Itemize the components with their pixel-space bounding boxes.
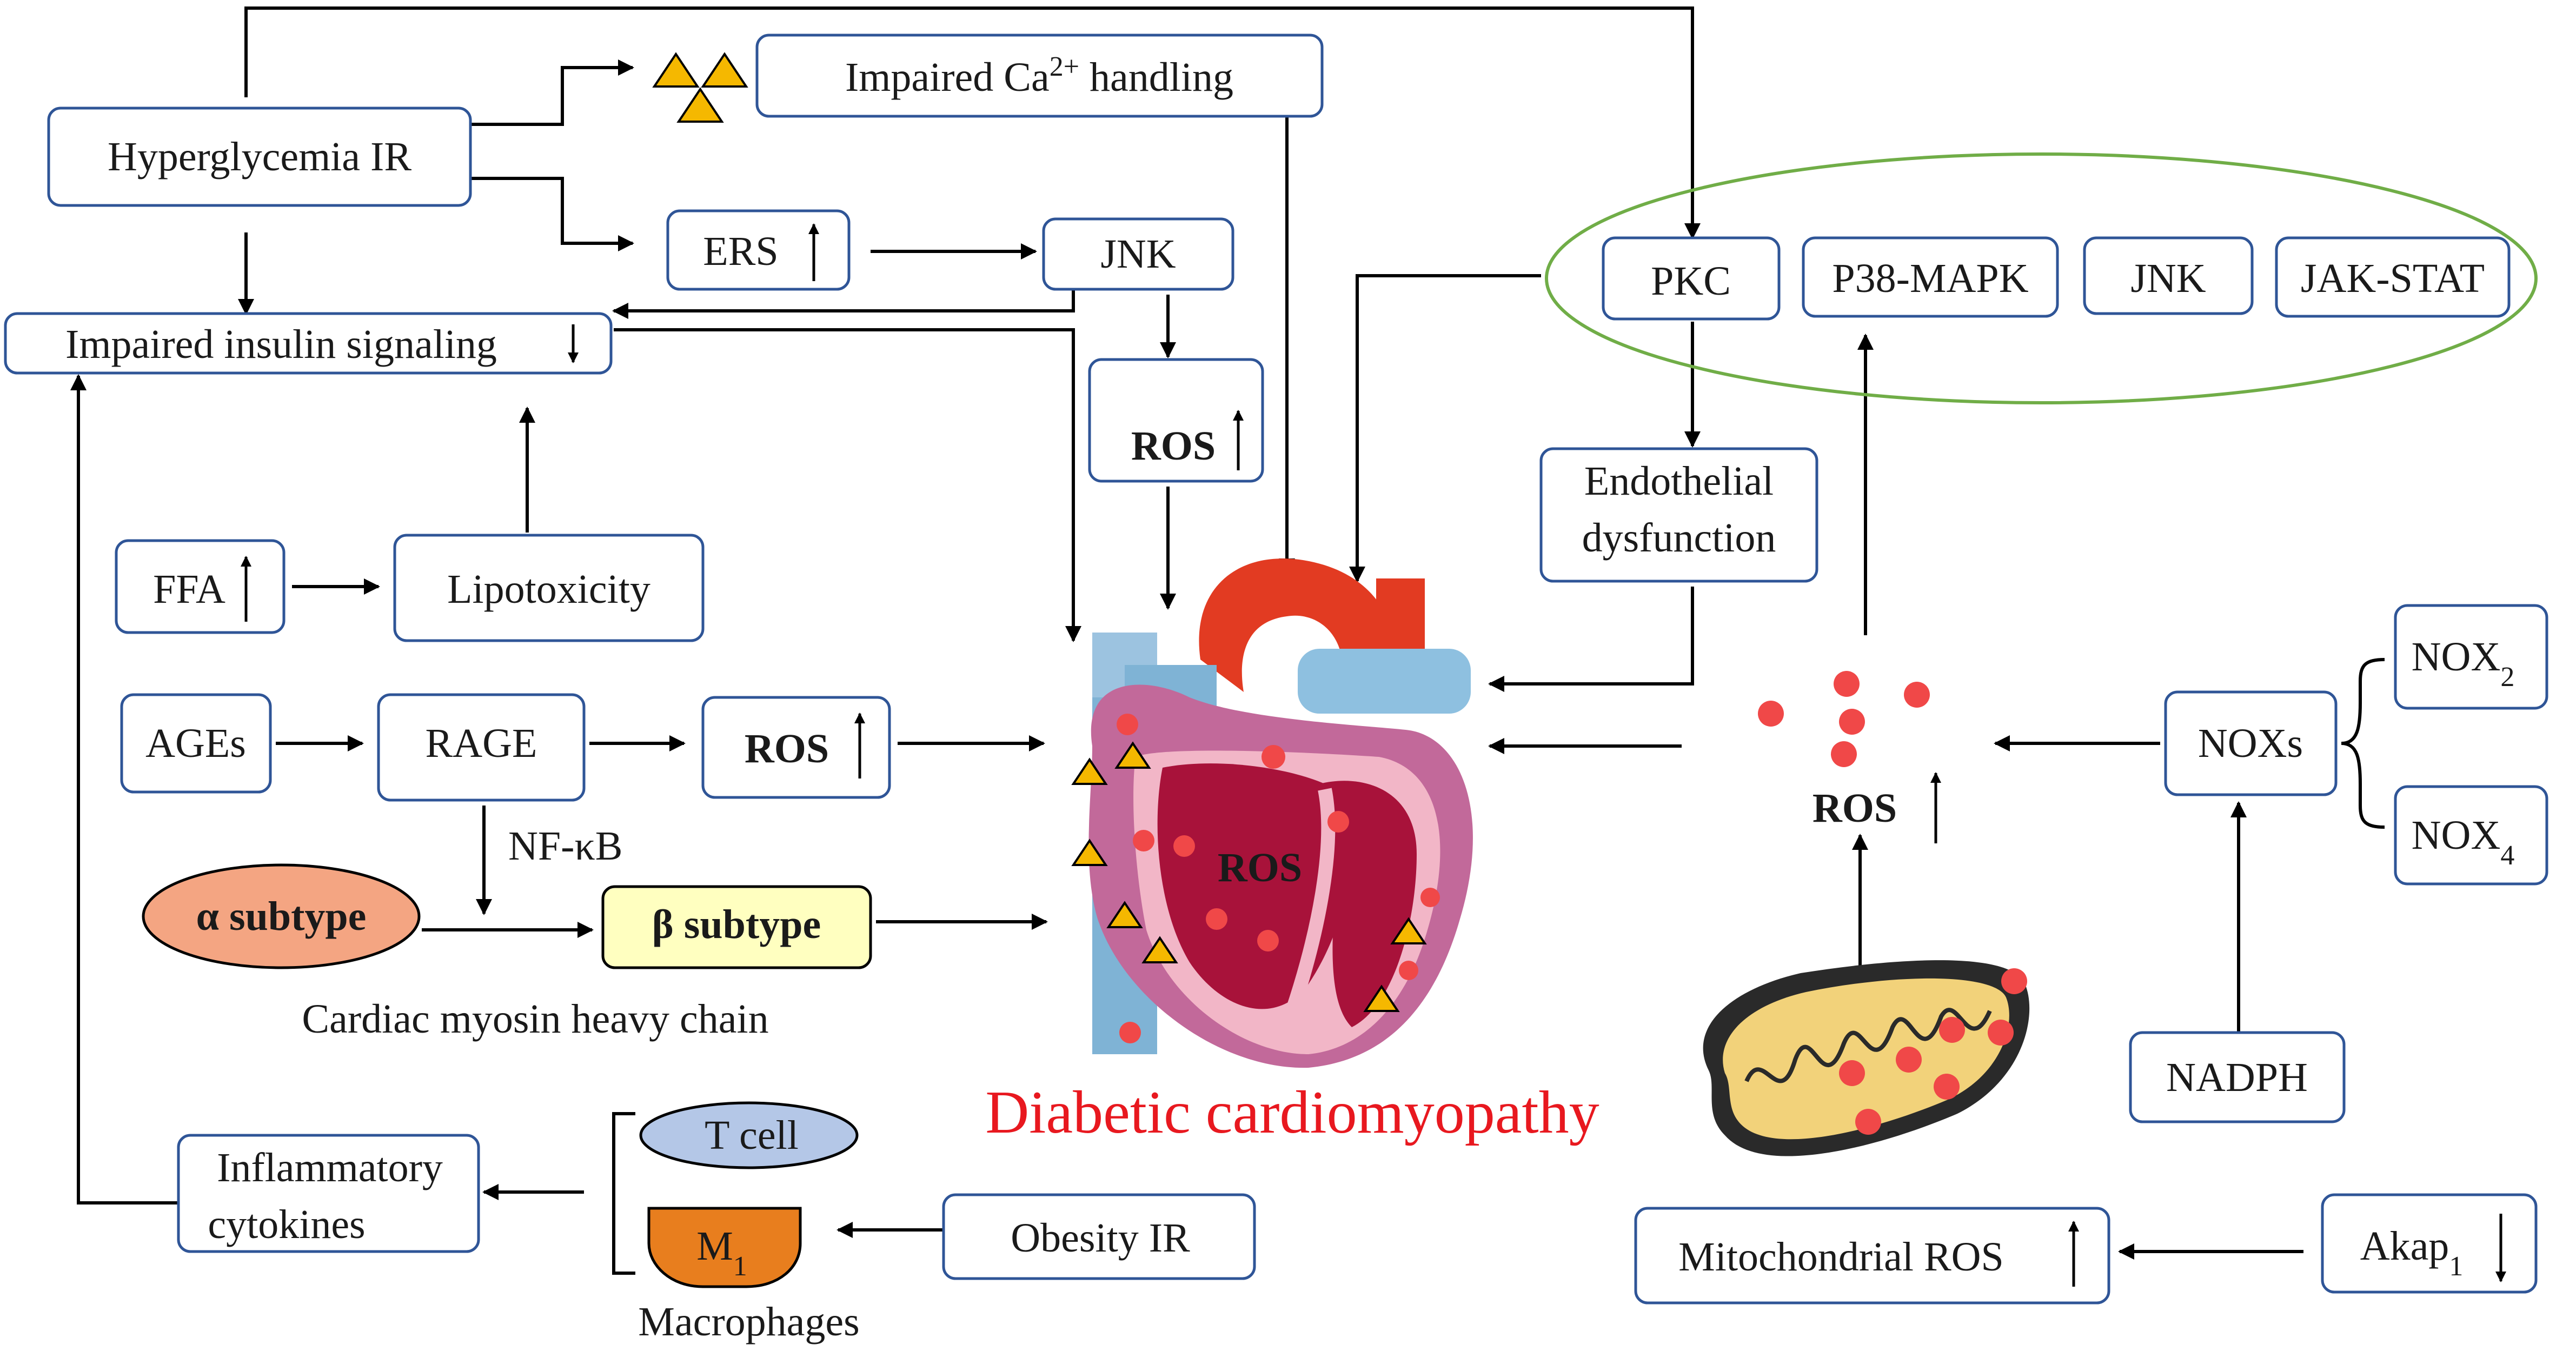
hyperglycemia-box: Hyperglycemia IR (47, 107, 472, 207)
obesity-label: Obesity IR (1011, 1215, 1190, 1261)
pkc-label: PKC (1651, 258, 1731, 304)
jnk-top-label: JNK (1100, 231, 1176, 277)
endothelial-label-1: Endothelial (1584, 458, 1774, 504)
alpha-subtype: α subtype (142, 863, 421, 969)
m1-label: M1 (696, 1223, 747, 1282)
p38-label: P38-MAPK (1832, 256, 2028, 301)
mitochondria-illustration (1703, 960, 2030, 1156)
mito-ros-label: Mitochondrial ROS (1678, 1234, 2004, 1280)
t-cell-label: T cell (705, 1113, 799, 1158)
ros-top-box: ROS (1088, 358, 1264, 483)
nadph-label: NADPH (2166, 1055, 2308, 1100)
ages-label: AGEs (145, 721, 246, 766)
ages-box: AGEs (120, 693, 272, 794)
endothelial-box: Endothelial dysfunction (1539, 447, 1818, 583)
t-cell: T cell (639, 1101, 859, 1169)
nfkb-label: NF-κB (508, 823, 622, 869)
heart-ros-label: ROS (1218, 845, 1302, 890)
beta-subtype-label: β subtype (652, 902, 821, 947)
ros-right-label: ROS (1813, 786, 1897, 831)
impaired-ca-label: Impaired Ca2+ handling (845, 51, 1233, 101)
nox4-box: NOX4 (2394, 785, 2548, 886)
diagram-title: Diabetic cardiomyopathy (985, 1079, 1599, 1146)
impaired-insulin-box: Impaired insulin signaling (4, 312, 613, 375)
rage-box: RAGE (377, 693, 586, 802)
obesity-box: Obesity IR (942, 1193, 1256, 1280)
akap-box: Akap1 (2321, 1193, 2538, 1294)
endothelial-label-2: dysfunction (1582, 515, 1776, 561)
ros-top-label: ROS (1131, 423, 1216, 469)
beta-subtype: β subtype (601, 885, 872, 969)
nadph-box: NADPH (2129, 1031, 2346, 1123)
alpha-subtype-label: α subtype (196, 894, 367, 939)
jnk-right-label: JNK (2130, 256, 2206, 301)
nox4-label: NOX4 (2412, 813, 2515, 871)
ers-label: ERS (703, 229, 778, 274)
jak-stat-label: JAK-STAT (2301, 256, 2485, 301)
m1-macrophage: M1 (647, 1207, 802, 1288)
signaling-ellipse (1545, 152, 2538, 404)
rage-label: RAGE (426, 721, 537, 766)
connectors (70, 6, 2385, 1275)
triangles-ca (652, 52, 748, 123)
noxs-box: NOXs (2164, 690, 2338, 796)
jak-stat-box: JAK-STAT (2275, 236, 2511, 318)
hyperglycemia-label: Hyperglycemia IR (108, 134, 411, 179)
ros-mid-label: ROS (745, 726, 829, 771)
ros-cluster (1758, 671, 1930, 767)
nox2-label: NOX2 (2412, 634, 2515, 693)
inflammatory-label-2: cytokines (208, 1202, 365, 1247)
impaired-insulin-label: Impaired insulin signaling (65, 322, 497, 367)
mito-ros-box: Mitochondrial ROS (1634, 1207, 2110, 1305)
pkc-box: PKC (1602, 236, 1781, 321)
ros-mid-box: ROS (701, 696, 891, 799)
jnk-right-box: JNK (2083, 236, 2254, 315)
ffa-box: FFA (115, 539, 286, 634)
akap-label: Akap1 (2360, 1223, 2464, 1282)
ers-box: ERS (666, 209, 851, 291)
inflammatory-label-1: Inflammatory (217, 1145, 443, 1190)
lipotoxicity-box: Lipotoxicity (393, 534, 705, 642)
ffa-label: FFA (153, 567, 225, 612)
heart-illustration: ROS (1071, 558, 1473, 1068)
macrophages-label: Macrophages (638, 1299, 859, 1345)
myosin-label: Cardiac myosin heavy chain (302, 996, 768, 1042)
p38-box: P38-MAPK (1802, 236, 2059, 318)
jnk-top-box: JNK (1042, 217, 1234, 291)
impaired-ca-box: Impaired Ca2+ handling (755, 34, 1324, 118)
inflammatory-box: Inflammatory cytokines (177, 1134, 480, 1253)
lipotoxicity-label: Lipotoxicity (447, 567, 650, 612)
noxs-label: NOXs (2198, 721, 2303, 766)
nox2-box: NOX2 (2394, 604, 2548, 710)
